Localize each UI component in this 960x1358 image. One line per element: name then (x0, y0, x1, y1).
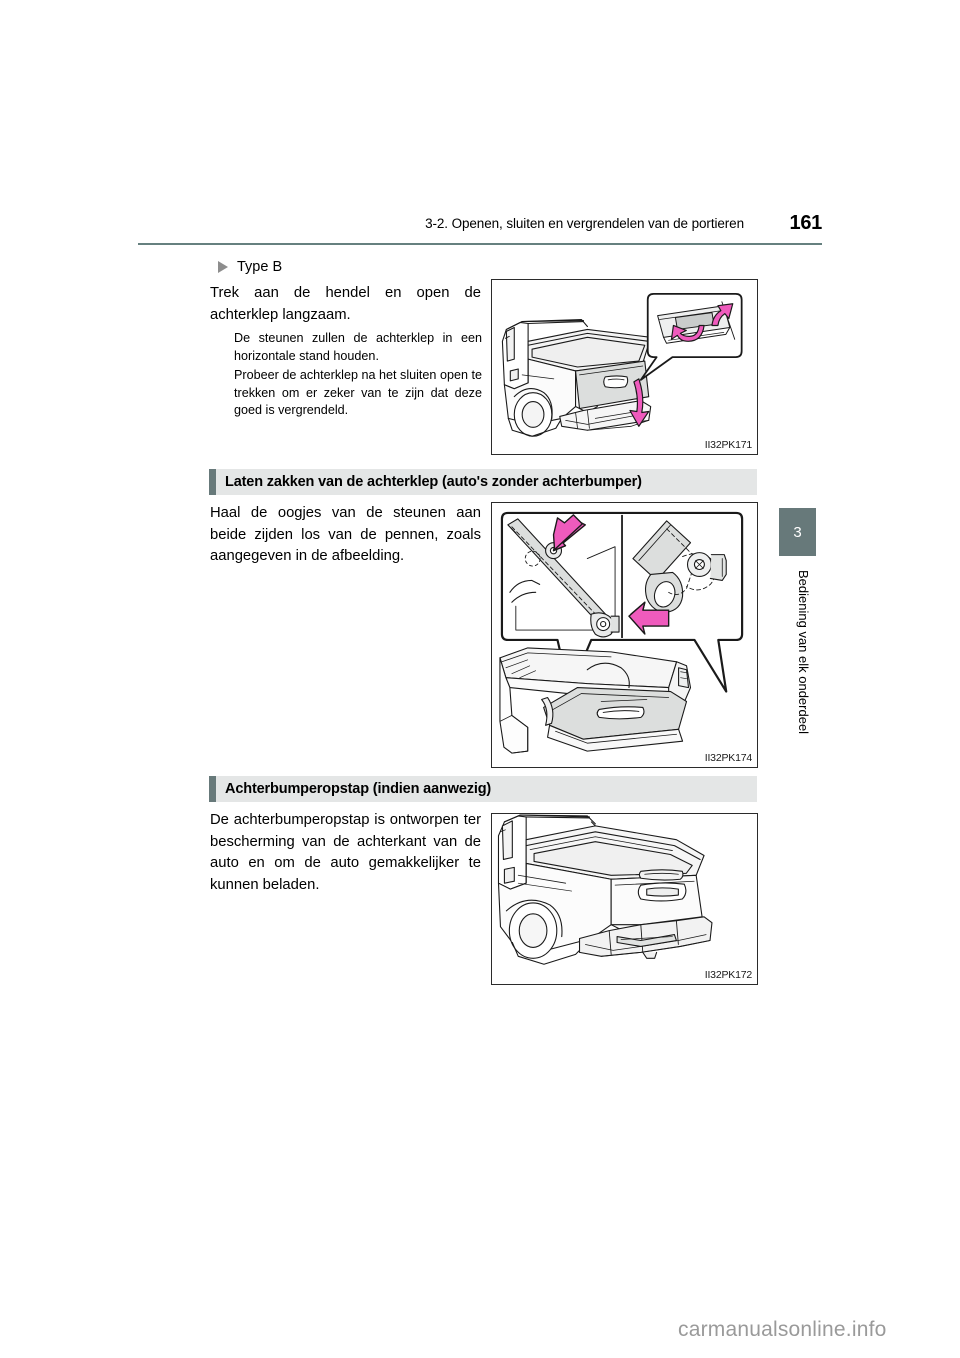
section-1-note-1: De steunen zullen de achterklep in een h… (234, 331, 482, 363)
figure-2-artwork (499, 511, 744, 754)
section-accent-bar (209, 469, 216, 495)
section-accent-bar (209, 776, 216, 802)
triangle-bullet-icon (218, 261, 228, 273)
figure-3-code: II32PK172 (703, 969, 753, 981)
section-header-rear-bumper-step: Achterbumperopstap (indien aanwezig) (209, 776, 757, 802)
section-3-body: De achterbumperopstap is ontworpen ter b… (210, 812, 481, 893)
site-watermark: carmanualsonline.info (678, 1318, 887, 1341)
section-2-title: Laten zakken van de achterklep (auto's z… (225, 474, 642, 490)
figure-1-code: II32PK171 (703, 439, 753, 451)
figure-rear-bumper-step: II32PK172 (491, 813, 758, 985)
header-rule (138, 243, 822, 245)
chapter-tab-number: 3 (779, 508, 816, 556)
figure-1-artwork (501, 292, 743, 437)
page-header: 3-2. Openen, sluiten en vergrendelen van… (138, 212, 822, 242)
section-2-body: Haal de oogjes van de steunen aan beide … (210, 505, 481, 564)
figure-tailgate-open: II32PK171 (491, 279, 758, 455)
figure-2-code: II32PK174 (703, 752, 753, 764)
section-1-body: Trek aan de hendel en open de achterklep… (210, 285, 481, 323)
type-b-label: Type B (237, 259, 283, 275)
section-1-note-2: Probeer de achterklep na het sluiten ope… (234, 368, 482, 417)
section-3-title: Achterbumperopstap (indien aanwezig) (225, 781, 492, 797)
chapter-tab-label: Bediening van elk onderdeel (796, 570, 811, 735)
figure-support-release: II32PK174 (491, 502, 758, 768)
figure-3-artwork (497, 814, 713, 965)
type-b-heading: Type B (218, 259, 282, 275)
section-header-lower-tailgate: Laten zakken van de achterklep (auto's z… (209, 469, 757, 495)
running-head: 3-2. Openen, sluiten en vergrendelen van… (425, 216, 744, 231)
page-number: 161 (789, 212, 823, 234)
